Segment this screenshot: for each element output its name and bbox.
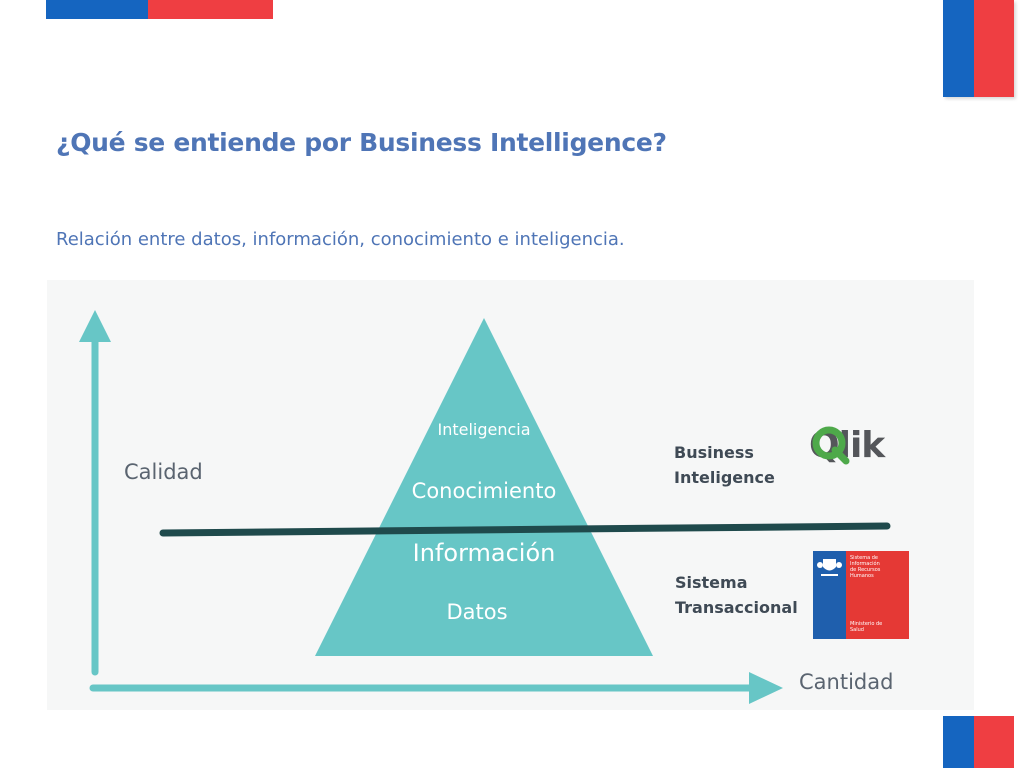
pyramid-level-conocimiento: Conocimiento xyxy=(411,479,557,503)
y-axis-label: Calidad xyxy=(124,460,203,484)
x-axis-label: Cantidad xyxy=(799,670,894,694)
minsal-blue-panel xyxy=(813,551,846,639)
sistema-transaccional-label: Sistema Transaccional xyxy=(675,573,798,617)
pyramid-level-informacion: Información xyxy=(412,539,556,567)
pyramid-level-inteligencia: Inteligencia xyxy=(437,420,531,439)
diagram-graphics xyxy=(79,310,891,704)
bi-pyramid-diagram: Calidad Cantidad Inteligencia Conocimien… xyxy=(47,280,974,710)
minsal-top-text: Sistema de Información de Recursos Human… xyxy=(850,555,881,579)
pyramid-triangle xyxy=(315,318,653,656)
minsal-red-panel: Sistema de Información de Recursos Human… xyxy=(846,551,909,639)
flag-red-segment xyxy=(974,716,1014,768)
slide-title: ¿Qué se entiende por Business Intelligen… xyxy=(56,128,667,157)
pyramid-level-datos: Datos xyxy=(446,600,508,624)
layer-divider-line xyxy=(159,522,891,537)
qlik-logo: Qlik xyxy=(809,425,885,466)
flag-red-segment xyxy=(148,0,273,19)
flag-blue-segment xyxy=(943,0,974,97)
minsal-bottom-text: Ministerio de Salud xyxy=(850,621,883,633)
flag-blue-segment xyxy=(46,0,148,19)
flag-blue-segment xyxy=(943,716,974,768)
ministerio-salud-logo: Sistema de Información de Recursos Human… xyxy=(813,551,909,639)
flag-red-segment xyxy=(974,0,1014,97)
business-intelligence-label: Business Inteligence xyxy=(674,443,775,487)
slide-subtitle: Relación entre datos, información, conoc… xyxy=(56,229,625,250)
x-axis-arrowhead xyxy=(749,672,783,704)
qlik-q-icon xyxy=(812,426,850,465)
flag-corner-bottom-right xyxy=(943,716,1014,768)
flag-stripe-top-left xyxy=(46,0,273,19)
flag-corner-top-right xyxy=(943,0,1014,97)
chile-coat-of-arms-icon xyxy=(817,559,842,576)
y-axis-arrowhead xyxy=(79,310,111,342)
